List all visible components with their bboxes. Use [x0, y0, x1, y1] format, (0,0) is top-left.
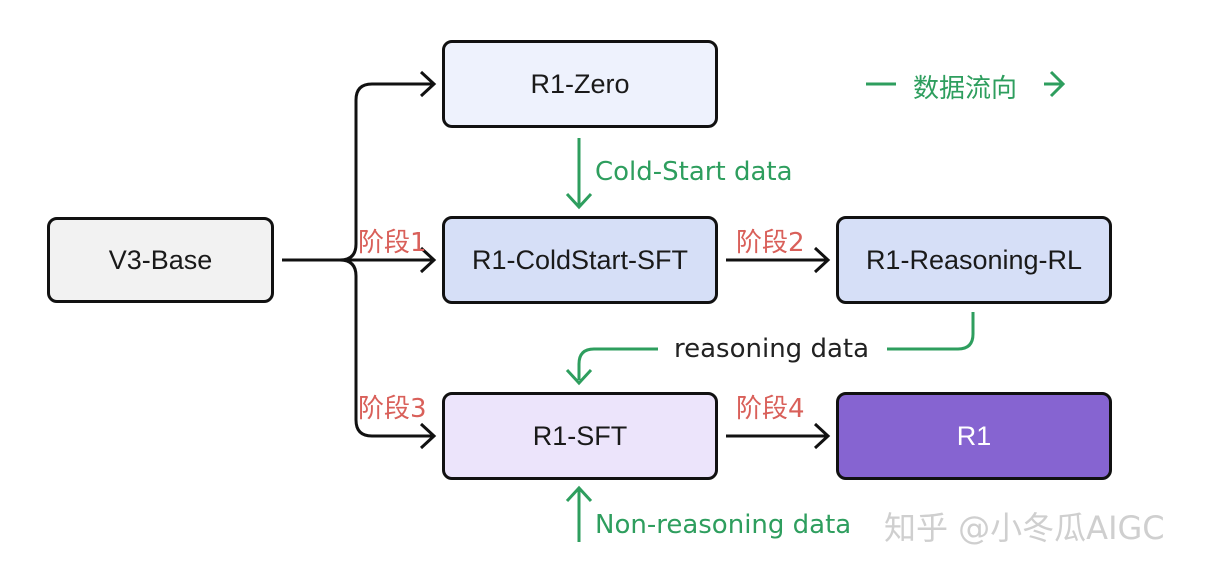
node-r1-zero: R1-Zero [442, 40, 718, 128]
arrowhead-zero [419, 70, 437, 98]
stage1-label: 阶段1 [358, 228, 427, 258]
base-to-sft-branch [339, 258, 432, 438]
stage2-label: 阶段2 [736, 228, 805, 258]
node-r1: R1 [836, 392, 1112, 480]
arrowhead-sft [419, 422, 437, 450]
arrowhead-rl [813, 246, 831, 274]
node-r1-coldstart-sft: R1-ColdStart-SFT [442, 216, 718, 304]
legend-label: 数据流向 [913, 74, 1018, 104]
node-r1-sft: R1-SFT [442, 392, 718, 480]
reasoning-data-arrow-right [887, 312, 975, 351]
watermark: 知乎 @小冬瓜AIGC [884, 509, 1165, 547]
stage3-label: 阶段3 [358, 394, 427, 424]
reasoning-data-label: reasoning data [674, 334, 870, 364]
cold-start-data-label: Cold-Start data [595, 157, 793, 187]
legend-arrow [1044, 70, 1066, 98]
arrowhead-r1 [813, 422, 831, 450]
non-reasoning-data-label: Non-reasoning data [595, 510, 852, 540]
reasoning-data-arrow-left [577, 347, 658, 380]
stage4-label: 阶段4 [736, 394, 805, 424]
node-v3-base: V3-Base [47, 217, 274, 303]
node-r1-reasoning-rl: R1-Reasoning-RL [836, 216, 1112, 304]
arrowhead-coldstart [419, 246, 437, 274]
base-to-zero-branch [339, 82, 432, 262]
